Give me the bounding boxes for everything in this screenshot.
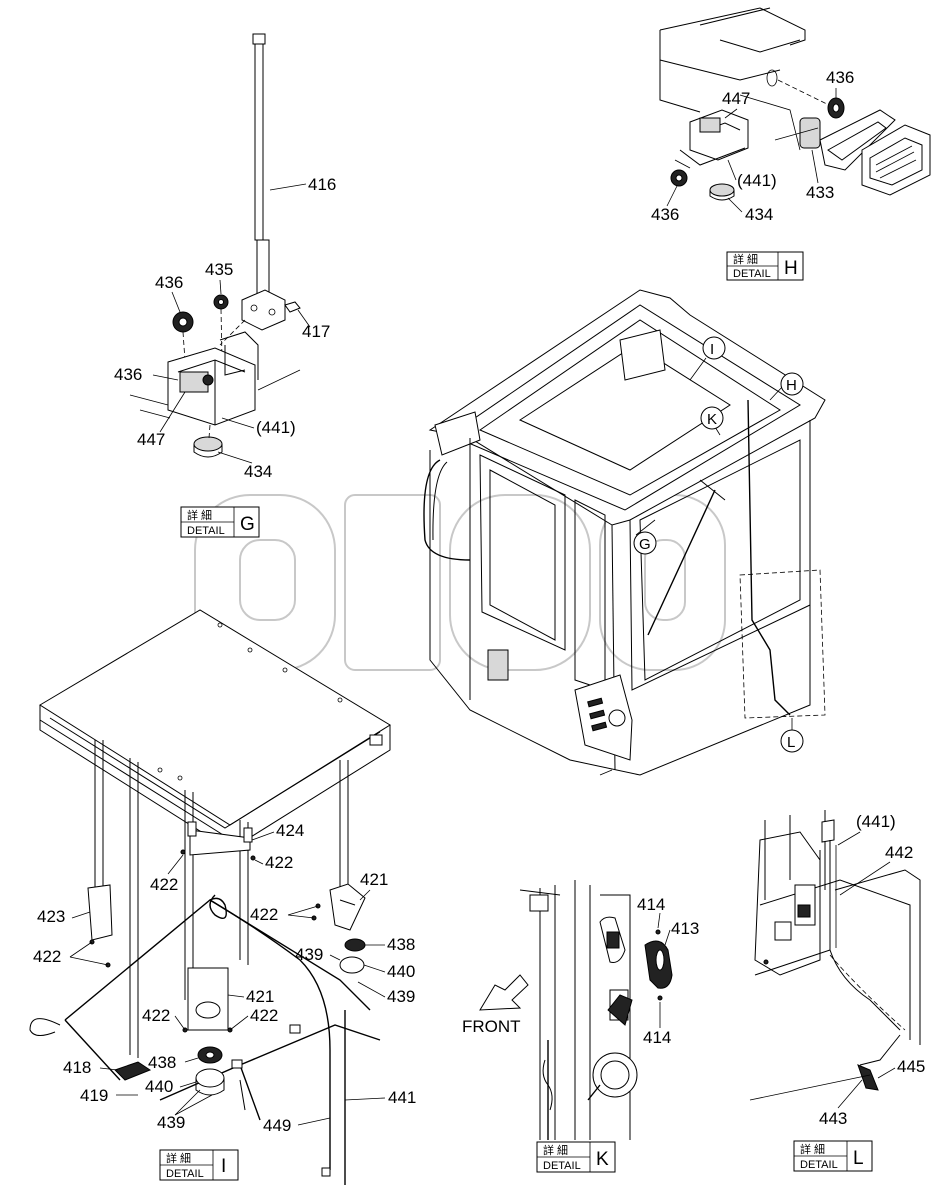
callout-circle-k[interactable]: K	[700, 406, 724, 430]
part-label: 436	[826, 68, 854, 87]
part-label: 419	[80, 1086, 108, 1105]
detail-i-labels: 424 422 422 421 422 438 423 422 439 440 …	[33, 821, 416, 1135]
part-label: 417	[302, 322, 330, 341]
part-label: 414	[637, 895, 665, 914]
detail-kanji: 詳 細	[187, 508, 212, 522]
part-label: 440	[387, 962, 415, 981]
detail-word: DETAIL	[187, 525, 225, 537]
callout-letter: K	[707, 411, 717, 428]
detail-l-labels: (441) 442 445 443	[819, 812, 925, 1128]
part-label: 447	[137, 430, 165, 449]
detail-letter: H	[784, 258, 798, 279]
cab-drawing	[423, 289, 826, 776]
detail-word: DETAIL	[543, 1160, 581, 1172]
callout-circle-i[interactable]: I	[702, 336, 726, 360]
part-label: 442	[885, 843, 913, 862]
detail-k-drawing	[479, 880, 673, 1140]
part-label: 449	[263, 1116, 291, 1135]
detail-g-drawing	[129, 33, 301, 458]
part-label: 416	[308, 175, 336, 194]
part-label: 434	[244, 462, 272, 481]
part-label: 443	[819, 1109, 847, 1128]
detail-l-drawing	[749, 810, 921, 1101]
part-label: 441	[388, 1088, 416, 1107]
callout-letter: G	[639, 536, 651, 553]
detail-kanji: 詳 細	[800, 1142, 825, 1156]
part-label: 422	[250, 905, 278, 924]
part-label: 445	[897, 1057, 925, 1076]
detail-k-labels: 414 413 414 FRONT	[462, 895, 699, 1047]
part-label: 438	[387, 935, 415, 954]
part-label: 422	[33, 947, 61, 966]
part-label: 439	[387, 987, 415, 1006]
detail-g-labels: 416 436 435 417 436 447 (441) 434	[114, 175, 336, 481]
detail-word: DETAIL	[733, 268, 771, 280]
detail-letter: I	[221, 1156, 226, 1177]
detail-word: DETAIL	[800, 1159, 838, 1171]
part-label: 421	[246, 987, 274, 1006]
detail-kanji: 詳 細	[733, 252, 758, 266]
detail-letter: L	[853, 1148, 864, 1169]
callout-letter: I	[710, 341, 714, 358]
part-label: 423	[37, 907, 65, 926]
detail-letter: G	[240, 514, 255, 535]
part-label: (441)	[856, 812, 896, 831]
callout-circle-h[interactable]: H	[780, 372, 804, 396]
front-label: FRONT	[462, 1017, 521, 1036]
part-label: 436	[651, 205, 679, 224]
part-label: 439	[157, 1113, 185, 1132]
detail-box-i: 詳 細 DETAIL I	[159, 1149, 239, 1181]
callout-letter: L	[787, 734, 795, 751]
detail-letter: K	[596, 1149, 609, 1170]
part-label: 421	[360, 870, 388, 889]
part-label: (441)	[256, 418, 296, 437]
detail-h-labels: 436 447 (441) 433 436 434	[651, 68, 854, 224]
detail-kanji: 詳 細	[543, 1143, 568, 1157]
detail-h-drawing	[659, 7, 931, 201]
callout-letter: H	[786, 377, 797, 394]
detail-kanji: 詳 細	[166, 1151, 191, 1165]
part-label: 433	[806, 183, 834, 202]
detail-box-g: 詳 細 DETAIL G	[180, 506, 260, 538]
detail-box-h: 詳 細 DETAIL H	[726, 251, 804, 281]
part-label: 422	[142, 1006, 170, 1025]
part-label: 422	[250, 1006, 278, 1025]
part-label: 413	[671, 919, 699, 938]
part-label: 436	[155, 273, 183, 292]
detail-i-drawing	[29, 609, 391, 1185]
part-label: (441)	[737, 171, 777, 190]
part-label: 439	[295, 945, 323, 964]
part-label: 434	[745, 205, 773, 224]
part-label: 436	[114, 365, 142, 384]
detail-word: DETAIL	[166, 1168, 204, 1180]
part-label: 447	[722, 89, 750, 108]
part-label: 438	[148, 1053, 176, 1072]
part-label: 422	[150, 875, 178, 894]
callout-circle-l[interactable]: L	[780, 718, 804, 753]
part-label: 424	[276, 821, 304, 840]
watermark-logo	[194, 494, 726, 671]
part-label: 414	[643, 1028, 671, 1047]
detail-box-l: 詳 細 DETAIL L	[793, 1140, 873, 1172]
part-label: 422	[265, 853, 293, 872]
part-label: 418	[63, 1058, 91, 1077]
detail-box-k: 詳 細 DETAIL K	[536, 1141, 616, 1173]
part-label: 435	[205, 260, 233, 279]
callout-circle-g[interactable]: G	[633, 531, 657, 555]
part-label: 440	[145, 1077, 173, 1096]
